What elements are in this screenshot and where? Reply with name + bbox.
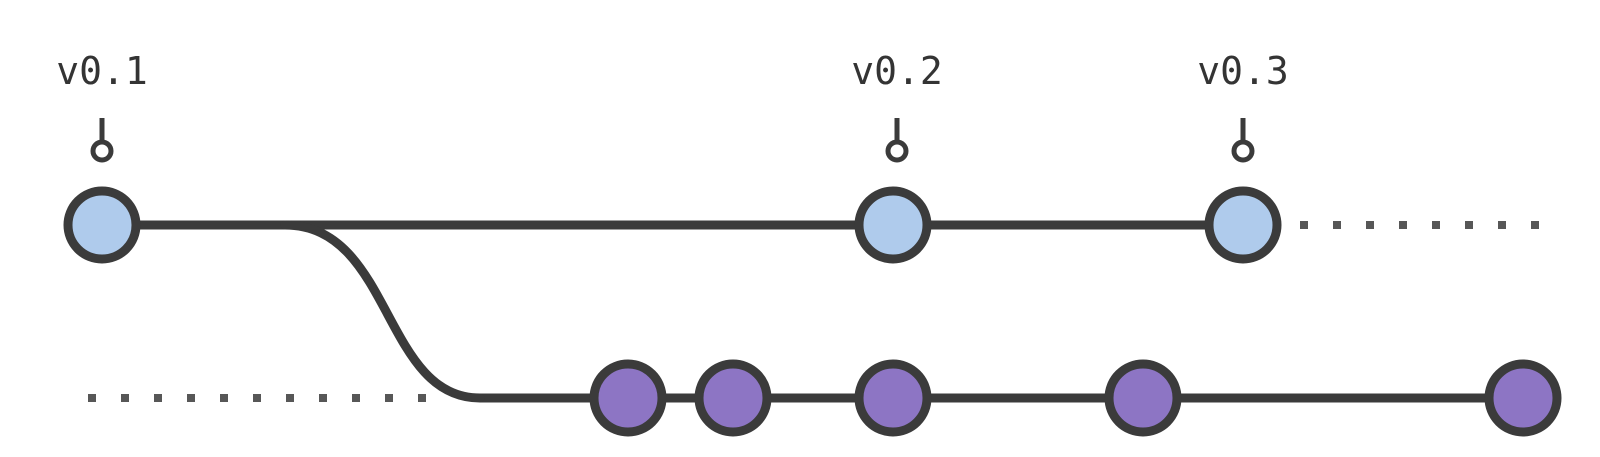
- tag-ring-icon: [885, 139, 909, 163]
- tag-ring-icon: [1231, 139, 1255, 163]
- trail-dot: [1465, 221, 1473, 229]
- trail-dot: [352, 394, 360, 402]
- trail-dot: [418, 394, 426, 402]
- trail-dot: [1531, 221, 1539, 229]
- tag-label: v0.3: [1197, 49, 1289, 93]
- commit-node[interactable]: [694, 359, 772, 437]
- commit-node[interactable]: [1204, 186, 1282, 264]
- tag-marker[interactable]: v0.3: [1197, 49, 1289, 163]
- trail-dot: [1333, 221, 1341, 229]
- trail-dot: [1498, 221, 1506, 229]
- trail-dot: [154, 394, 162, 402]
- trail-dot: [1300, 221, 1308, 229]
- commit-node[interactable]: [854, 359, 932, 437]
- trail-dot: [253, 394, 261, 402]
- branch-curve-group: [280, 220, 485, 403]
- tag-label: v0.1: [56, 49, 148, 93]
- tag-ring-icon: [90, 139, 114, 163]
- commit-nodes: [63, 186, 1562, 437]
- trail-dot: [88, 394, 96, 402]
- tag-label: v0.2: [851, 49, 943, 93]
- commit-node[interactable]: [1484, 359, 1562, 437]
- trail-dot: [385, 394, 393, 402]
- tag-marker[interactable]: v0.1: [56, 49, 148, 163]
- trail-dot: [1432, 221, 1440, 229]
- dotted-trail-feature-left: [88, 394, 426, 402]
- trail-dot: [121, 394, 129, 402]
- trail-dot: [286, 394, 294, 402]
- trail-dot: [1366, 221, 1374, 229]
- trail-dot: [187, 394, 195, 402]
- tag-marker[interactable]: v0.2: [851, 49, 943, 163]
- tag-markers: v0.1 v0.2 v0.3: [56, 49, 1289, 163]
- commit-node[interactable]: [854, 186, 932, 264]
- trail-dot: [1399, 221, 1407, 229]
- commit-node[interactable]: [589, 359, 667, 437]
- lane-lines: [102, 220, 1540, 403]
- dotted-trail-main-right: [1300, 221, 1539, 229]
- trail-dot: [220, 394, 228, 402]
- commit-node[interactable]: [1104, 359, 1182, 437]
- trail-dot: [319, 394, 327, 402]
- commit-node[interactable]: [63, 186, 141, 264]
- branch-off-curve: [280, 220, 485, 403]
